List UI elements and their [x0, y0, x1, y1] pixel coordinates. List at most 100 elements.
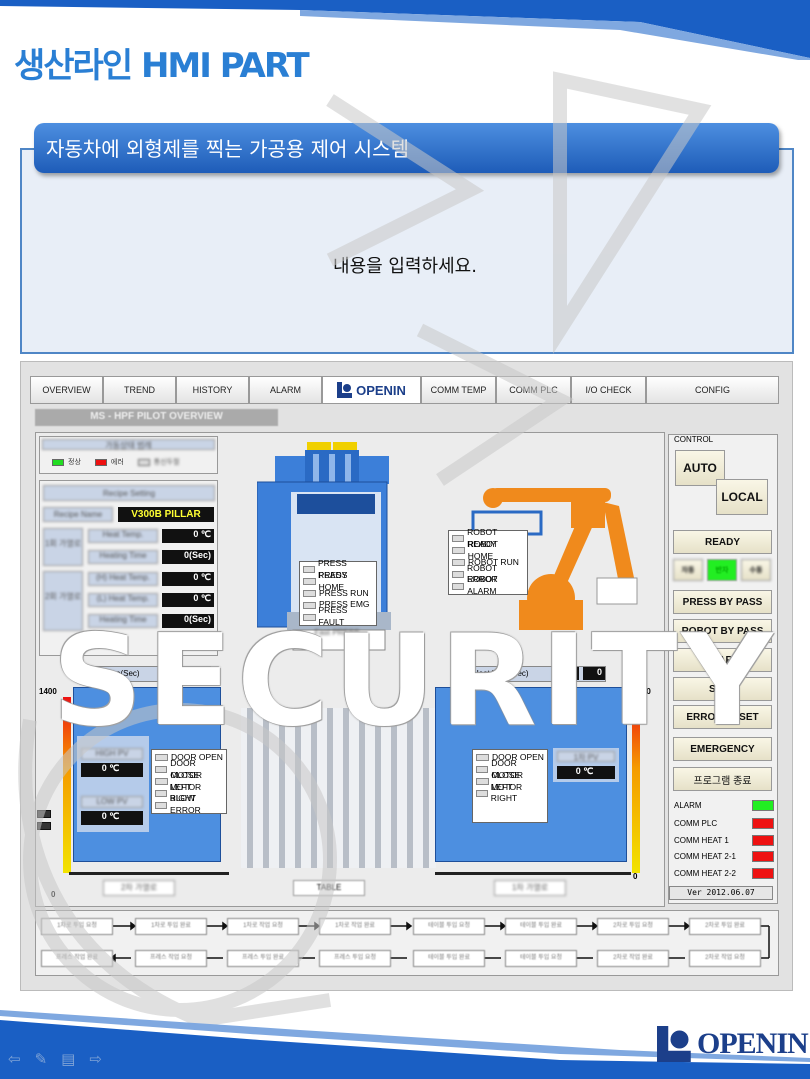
- right-pv-label: 1차 PV: [557, 751, 615, 762]
- flow-step: 프레스 작업 요청: [135, 950, 207, 967]
- recipe-row-value[interactable]: 0 ℃: [162, 572, 214, 586]
- robot-arm-graphic: [471, 488, 638, 630]
- left-heat-time-value[interactable]: 0: [171, 667, 207, 680]
- top-stripe: [0, 0, 810, 60]
- press-status-item: PRESS FAULT: [303, 605, 373, 627]
- content-placeholder[interactable]: 내용을 입력하세요.: [333, 256, 477, 277]
- right-furnace-status-item: DOOR OPEN: [476, 752, 544, 764]
- tab-history[interactable]: HISTORY: [176, 376, 249, 404]
- right-temperature-bar: [632, 697, 640, 873]
- emergency-button[interactable]: EMERGENCY: [673, 737, 772, 761]
- legend-error: 에러: [94, 457, 124, 467]
- slide-nav-icons: ⇦ ✎ ▤ ⇨: [8, 1050, 102, 1068]
- recipe-row-label: Heat Temp.: [88, 529, 158, 543]
- tab-comm-temp[interactable]: COMM TEMP: [421, 376, 496, 404]
- comm-heat22-lamp: [752, 867, 774, 879]
- left-low-pv-value[interactable]: 0 ℃: [81, 811, 143, 825]
- flow-step: 테이블 투입 완료: [413, 950, 485, 967]
- right-furnace-status-item: MOTOR LEFT: [476, 770, 544, 792]
- subtitle-text: 자동차에 외형제를 찍는 가공용 제어 시스템: [46, 137, 409, 161]
- start-button[interactable]: START: [673, 648, 772, 672]
- openin-logo-icon: [657, 1026, 691, 1062]
- recipe-row-label: (L) Heat Temp.: [88, 593, 158, 607]
- right-furnace-status-list: DOOR OPEN DOOR CLOSE MOTOR LEFT MOTOR RI…: [472, 749, 548, 823]
- press-bypass-button[interactable]: PRESS BY PASS: [673, 590, 772, 614]
- comm-heat21-lamp: [752, 850, 774, 862]
- ready-button[interactable]: READY: [673, 530, 772, 554]
- table-conveyor-graphic: [241, 708, 436, 868]
- right-heat-time-value-2[interactable]: 0: [583, 667, 605, 680]
- legend-panel: 가동상태 범례 정상 에러 통신두절: [39, 436, 218, 474]
- right-scale-bottom: 0: [633, 872, 638, 881]
- recipe-row-label: Heating Time: [88, 614, 158, 628]
- comm-heat22-status-row: COMM HEAT 2-2: [674, 866, 774, 880]
- right-pv-value[interactable]: 0 ℃: [557, 766, 615, 779]
- local-button[interactable]: LOCAL: [716, 479, 768, 515]
- program-exit-button[interactable]: 프로그램 종료: [673, 767, 772, 791]
- press-status-item: PRESS RUN: [303, 588, 373, 600]
- robot-bypass-button[interactable]: ROBOT BY PASS: [673, 619, 772, 643]
- left-furnace-status-list: DOOR OPEN DOOR CLOSE MOTOR LEFT MOTOR RI…: [151, 749, 227, 815]
- screen-title: MS - HPF PILOT OVERVIEW: [35, 409, 278, 426]
- left-furnace-label: 2차 가열로: [103, 880, 175, 896]
- recipe-name-value[interactable]: V300B PILLAR: [118, 507, 214, 522]
- subtitle-banner: 자동차에 외형제를 찍는 가공용 제어 시스템: [34, 123, 779, 173]
- right-heat-time-value[interactable]: 0: [561, 667, 579, 680]
- tab-alarm[interactable]: ALARM: [249, 376, 322, 404]
- comm-plc-lamp: [752, 817, 774, 829]
- left-high-pv-value[interactable]: 0 ℃: [81, 763, 143, 777]
- hmi-nav-bar: OVERVIEW TREND HISTORY ALARM OPENIN COMM…: [30, 376, 783, 404]
- tab-io-check[interactable]: I/O CHECK: [571, 376, 646, 404]
- recipe-panel: Recipe Setting Recipe Name V300B PILLAR …: [39, 480, 218, 656]
- openin-logo-icon: [337, 382, 353, 398]
- forward-arrow-icon[interactable]: ⇨: [89, 1050, 102, 1068]
- tab-overview[interactable]: OVERVIEW: [30, 376, 103, 404]
- back-arrow-icon[interactable]: ⇦: [8, 1050, 21, 1068]
- flow-step: 1차로 투입 요청: [41, 918, 113, 935]
- version-label: Ver 2012.06.07: [669, 886, 773, 900]
- recipe-row-value[interactable]: 0 ℃: [162, 593, 214, 607]
- footer-logo-text: OPENIN: [697, 1027, 809, 1060]
- tab-trend[interactable]: TREND: [103, 376, 176, 404]
- right-furnace-status-item: DOOR CLOSE: [476, 758, 544, 780]
- flow-step: 2차로 작업 요청: [689, 950, 761, 967]
- recipe-row-value[interactable]: 0(Sec): [162, 614, 214, 628]
- mode-semi-button[interactable]: 반자: [707, 559, 737, 581]
- mode-auto-button[interactable]: 자동: [673, 559, 703, 581]
- stop-button[interactable]: STOP: [673, 677, 772, 701]
- right-furnace-status-item: MOTOR RIGHT: [476, 782, 544, 803]
- press-status-item: PRESS READY: [303, 558, 373, 580]
- right-scale-top: 1300: [633, 687, 651, 696]
- robot-status-item: ROBOT READY: [452, 527, 524, 549]
- tab-comm-plc[interactable]: COMM PLC: [496, 376, 571, 404]
- legend-title: 가동상태 범례: [42, 439, 215, 450]
- recipe-row-value[interactable]: 0(Sec): [162, 550, 214, 564]
- flow-step: 2차로 작업 완료: [597, 950, 669, 967]
- recipe-title: Recipe Setting: [43, 485, 215, 501]
- flow-step: 1차로 작업 완료: [319, 918, 391, 935]
- left-scale-axis: [69, 872, 229, 875]
- footer-logo: OPENIN: [657, 1026, 809, 1062]
- flow-step: 테이블 투입 완료: [505, 918, 577, 935]
- flow-step: 2차로 투입 완료: [689, 918, 761, 935]
- comm-plc-status-row: COMM PLC: [674, 816, 774, 830]
- left-low-pv-label: LOW PV: [81, 796, 143, 808]
- recipe-group-1: 1회 가열로: [43, 528, 83, 566]
- comm-heat1-lamp: [752, 834, 774, 846]
- flow-step: 프레스 작업 완료: [41, 950, 113, 967]
- tab-logo[interactable]: OPENIN: [322, 376, 421, 404]
- left-scale-top: 1400: [39, 687, 57, 696]
- mode-manual-button[interactable]: 수동: [741, 559, 771, 581]
- left-scale-bottom: 0: [51, 890, 56, 899]
- pen-icon[interactable]: ✎: [34, 1050, 48, 1068]
- bottom-stripe: [0, 1010, 810, 1079]
- menu-icon[interactable]: ▤: [61, 1050, 76, 1068]
- recipe-row-label: Heating Time: [88, 550, 158, 564]
- left-side-indicator: [37, 810, 51, 818]
- recipe-name-label: Recipe Name: [43, 507, 113, 522]
- error-reset-button[interactable]: ERROR RESET: [673, 705, 772, 729]
- left-high-pv-label: HIGH PV: [81, 748, 143, 760]
- recipe-row-value[interactable]: 0 ℃: [162, 529, 214, 543]
- tab-config[interactable]: CONFIG: [646, 376, 779, 404]
